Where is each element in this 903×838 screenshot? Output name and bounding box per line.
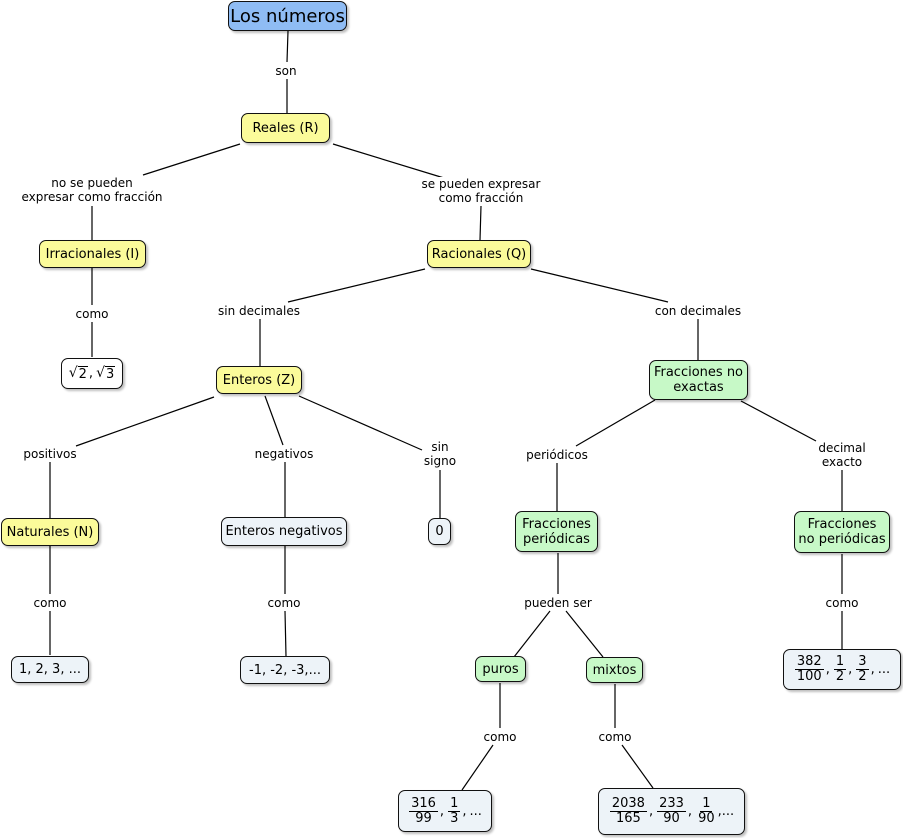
enteros-negativos-label: Enteros negativos [225, 524, 343, 539]
puros-node: puros [475, 656, 526, 682]
fracciones-periodicas-line-2: periódicas [523, 531, 590, 547]
mixtos-label: mixtos [592, 662, 637, 678]
root-label: Los números [230, 5, 345, 27]
link-pueden-ser: pueden ser [524, 596, 592, 610]
fracciones-no-periodicas-line-2: no periódicas [798, 532, 886, 547]
mixtos-node: mixtos [586, 657, 643, 683]
irracionales-examples-node: √2,√3 [61, 358, 123, 389]
naturales-label: Naturales (N) [6, 524, 94, 540]
naturales-examples-node: 1, 2, 3, ... [11, 656, 89, 683]
naturales-node: Naturales (N) [1, 518, 99, 546]
negativos-examples-node: -1, -2, -3,... [240, 656, 330, 684]
irracionales-label: Irracionales (I) [45, 246, 140, 262]
reales-node: Reales (R) [241, 113, 330, 143]
link-positivos: positivos [23, 447, 77, 461]
link-negativos: negativos [254, 447, 314, 461]
sqrt-two-radicand: 2 [77, 365, 88, 382]
fracciones-no-exactas-node: Fracciones no exactas [649, 360, 748, 400]
puros-ellipsis: ... [469, 803, 482, 819]
fracciones-periodicas-node: Fracciones periódicas [515, 511, 598, 552]
link-son: son [275, 64, 297, 78]
enteros-node: Enteros (Z) [216, 366, 302, 394]
link-como-negativos: como [267, 596, 301, 610]
sqrt-three-radicand: 3 [104, 365, 116, 382]
puros-label: puros [482, 661, 519, 677]
irracionales-separator: , [88, 366, 94, 381]
link-sin-decimales: sin decimales [218, 304, 300, 318]
cero-node: 0 [428, 518, 451, 545]
fracciones-no-exactas-line-1: Fracciones no [653, 365, 744, 380]
enteros-negativos-node: Enteros negativos [221, 517, 347, 546]
link-con-decimales: con decimales [654, 304, 742, 318]
negativos-examples-label: -1, -2, -3,... [249, 662, 321, 678]
irracionales-node: Irracionales (I) [39, 240, 146, 268]
link-como-irracionales: como [75, 307, 109, 321]
link-como-naturales: como [33, 596, 67, 610]
link-periodicos: periódicos [526, 448, 588, 462]
fracciones-no-exactas-line-2: exactas [673, 380, 724, 395]
reales-label: Reales (R) [252, 120, 319, 136]
enteros-label: Enteros (Z) [222, 372, 296, 388]
mixtos-ellipsis: ,... [717, 804, 735, 819]
link-como-no-periodicas: como [825, 596, 859, 610]
link-como-mixtos: como [598, 730, 632, 744]
sqrt-two: √2 [68, 364, 88, 382]
root-node: Los números [228, 1, 347, 31]
naturales-examples-label: 1, 2, 3, ... [18, 662, 81, 677]
sqrt-three: √3 [96, 364, 116, 382]
link-como-puros: como [483, 730, 517, 744]
no-periodicas-ellipsis: ... [877, 662, 891, 677]
fracciones-periodicas-line-1: Fracciones [522, 516, 591, 532]
racionales-label: Racionales (Q) [431, 246, 527, 262]
racionales-node: Racionales (Q) [427, 240, 531, 268]
fracciones-no-periodicas-node: Fracciones no periódicas [794, 511, 890, 553]
cero-label: 0 [435, 524, 444, 539]
fracciones-no-periodicas-line-1: Fracciones [807, 517, 877, 532]
